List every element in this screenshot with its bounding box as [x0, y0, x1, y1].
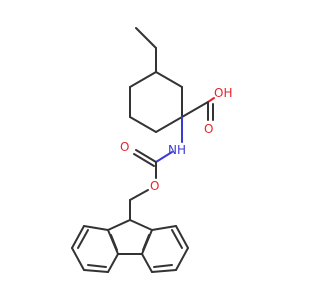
structure-canvas: OH O NH O O [71, 27, 232, 273]
right-ring-double-2 [153, 264, 173, 268]
atom-label-nh: NH [168, 143, 186, 157]
left-ring-bond-1 [83, 225, 109, 231]
ring-bond-4 [129, 116, 157, 133]
ring-bond-6 [129, 71, 157, 88]
ring-bond-3 [155, 116, 183, 133]
acid-c-bond [181, 101, 209, 118]
acid-oh-bond [207, 97, 215, 103]
right-ring-double-3 [142, 234, 150, 251]
ring-bond-1 [155, 71, 183, 88]
atom-label-oh: OH [214, 86, 232, 100]
right-ring-double-1 [171, 229, 183, 249]
right-ring-bond-5 [141, 253, 153, 273]
n-c-bond [155, 151, 173, 163]
right-ring-bond-4 [151, 269, 177, 273]
five-ring-bond-1 [107, 219, 131, 231]
right-ring-bond-2 [175, 225, 189, 249]
left-ring-double-2 [87, 264, 107, 268]
ethyl-bond-1 [135, 27, 157, 49]
left-ring-double-3 [110, 234, 118, 251]
left-ring-bond-2 [71, 225, 85, 249]
carbamate-co-bond-1 [135, 149, 157, 163]
left-ring-bond-4 [83, 269, 109, 273]
molecule-diagram: OH O NH O O [71, 27, 232, 273]
atom-label-o-ester: O [150, 179, 159, 193]
five-ring-bond-2 [129, 219, 153, 231]
atom-label-o-carbamate: O [120, 140, 129, 154]
left-ring-bond-5 [107, 253, 119, 273]
right-ring-bond-1 [151, 225, 177, 231]
left-ring-double-1 [77, 229, 89, 249]
atom-label-o-acid: O [204, 122, 213, 136]
o-ch2-bond [129, 189, 149, 201]
right-ring-bond-3 [175, 247, 189, 271]
carbamate-co-bond-2 [133, 153, 155, 167]
left-ring-bond-3 [71, 247, 85, 271]
